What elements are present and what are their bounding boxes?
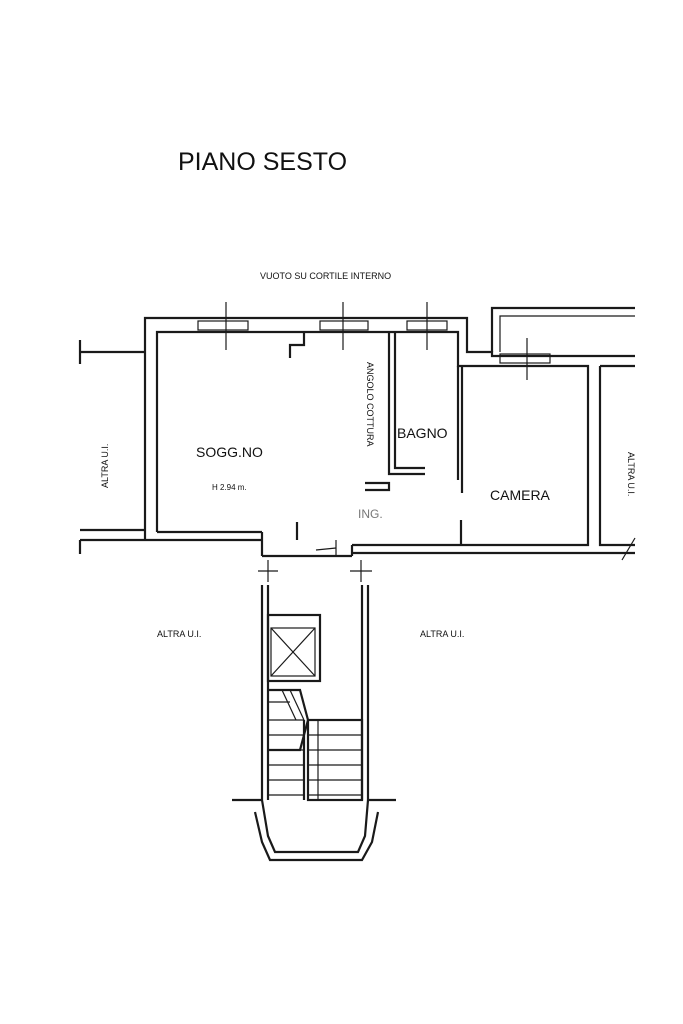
ceiling-height-label: H 2.94 m. (212, 483, 247, 492)
other-unit-stair-right-label: ALTRA U.I. (420, 629, 464, 639)
other-unit-left-label: ALTRA U.I. (100, 444, 110, 488)
other-unit-right-label: ALTRA U.I. (626, 452, 636, 496)
courtyard-label: VUOTO SU CORTILE INTERNO (260, 271, 391, 281)
stair-core (232, 560, 396, 862)
kitchen-corner-label: ANGOLO COTTURA (365, 362, 375, 447)
entrance-label: ING. (358, 507, 383, 521)
living-room-label: SOGG.NO (196, 444, 263, 460)
right-neighbour-walls (598, 364, 636, 561)
page-title: PIANO SESTO (178, 148, 347, 176)
left-neighbour-walls (78, 340, 145, 554)
bedroom-label: CAMERA (490, 487, 551, 503)
other-unit-stair-left-label: ALTRA U.I. (157, 629, 201, 639)
apartment-walls (143, 302, 635, 558)
bathroom-label: BAGNO (397, 425, 448, 441)
